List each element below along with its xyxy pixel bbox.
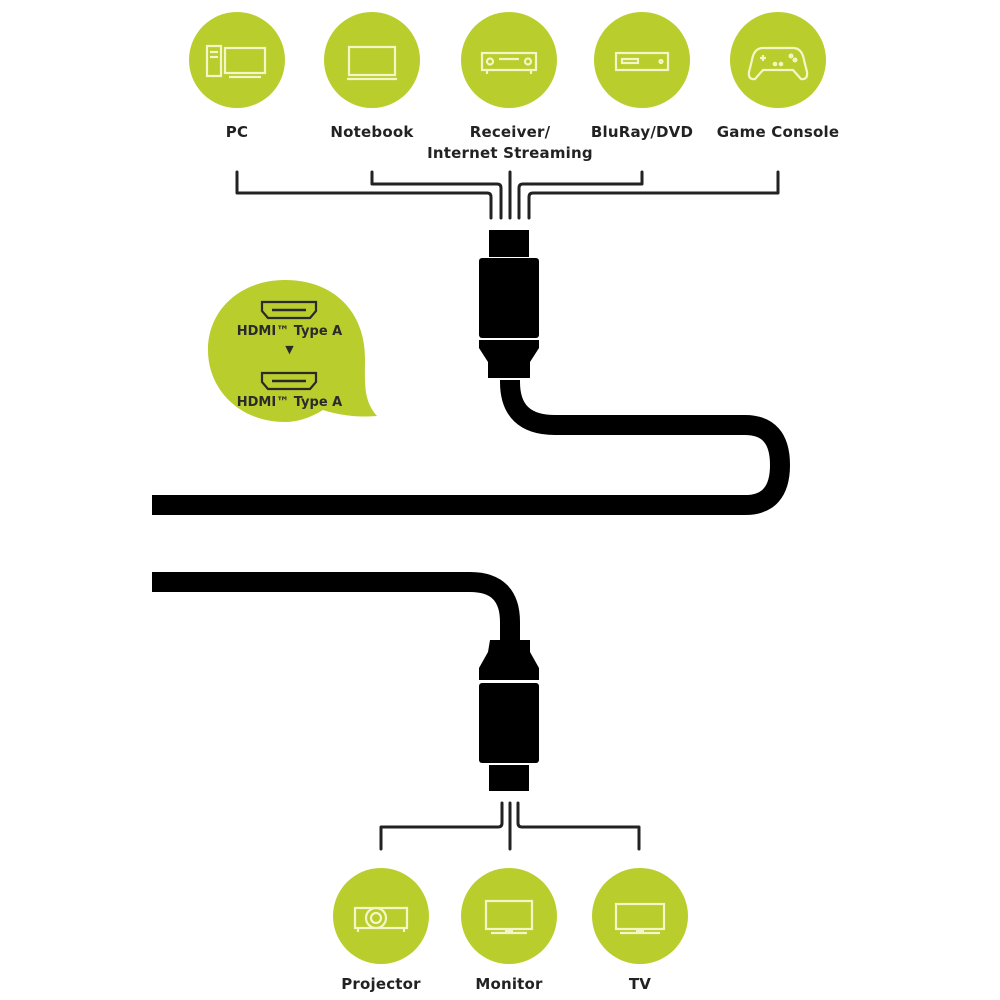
source-label-pc: PC — [225, 123, 249, 141]
arrow-down-icon: ▼ — [285, 343, 294, 356]
receiver-icon — [461, 12, 557, 108]
pc-icon — [189, 12, 285, 108]
target-label-projector: Projector — [341, 975, 421, 993]
connector-bottom-label: HDMI™ Type A — [236, 395, 343, 410]
top-branch-lines — [235, 170, 780, 220]
tv-icon — [592, 868, 688, 964]
bottom-hdmi-plug — [479, 640, 539, 791]
source-label-bluray: BluRay/DVD — [590, 123, 694, 141]
source-label-notebook: Notebook — [330, 123, 414, 141]
source-label-receiver: Receiver/ Internet Streaming — [427, 123, 593, 162]
hdmi-port-icon-bottom — [260, 371, 318, 391]
notebook-icon — [324, 12, 420, 108]
target-label-tv: TV — [628, 975, 652, 993]
hdmi-port-icon-top — [260, 300, 318, 320]
upper-cable — [152, 380, 791, 515]
monitor-icon — [461, 868, 557, 964]
bottom-branch-lines — [379, 801, 641, 851]
speech-bubble-shape — [208, 280, 377, 422]
projector-icon — [333, 868, 429, 964]
bluray-player-icon — [594, 12, 690, 108]
connector-type-badge: HDMI™ Type A ▼ HDMI™ Type A — [205, 278, 380, 436]
source-label-game-console: Game Console — [716, 123, 840, 141]
connector-top-label: HDMI™ Type A — [236, 324, 343, 339]
gamepad-icon — [730, 12, 826, 108]
target-label-monitor: Monitor — [475, 975, 543, 993]
top-hdmi-plug — [479, 230, 539, 378]
lower-cable — [152, 572, 520, 640]
